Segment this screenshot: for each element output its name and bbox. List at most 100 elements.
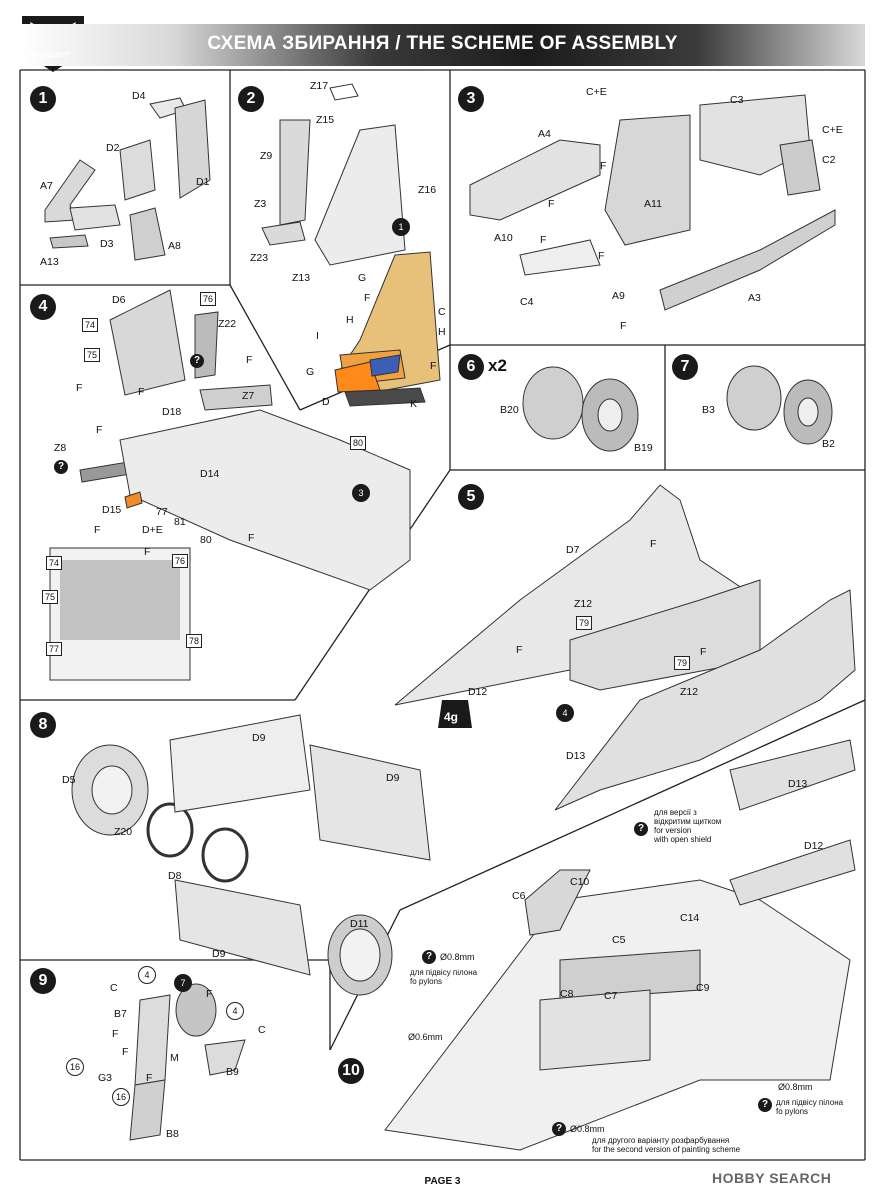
part-label: C2 [822, 154, 836, 166]
paint-code: C+E [822, 124, 843, 136]
modelsvit-logo: MODELSVIT [14, 10, 86, 72]
part-label: C8 [560, 988, 574, 1000]
paint-code: K [410, 398, 418, 410]
step-ref-7: 7 [174, 974, 192, 992]
part-label: 80 [200, 534, 212, 546]
pylon-note-left: для підвісу пілона fo pylons [410, 968, 478, 986]
decal-number: 74 [46, 556, 63, 570]
pylon-note-right: для підвісу пілона fo pylons [776, 1098, 844, 1116]
part-label: A4 [538, 128, 551, 140]
part-label: D9 [386, 772, 400, 784]
paint-code: F [650, 538, 657, 550]
step-ref-3: 3 [352, 484, 370, 502]
step-ref-4: 4 [138, 966, 156, 984]
dimension-label: Ø0.8mm [778, 1082, 813, 1092]
part-label: B9 [226, 1066, 239, 1078]
decal-number: 78 [186, 634, 203, 648]
paint-code: F [206, 988, 213, 1000]
question-icon: ? [190, 354, 204, 368]
part-label: D2 [106, 142, 120, 154]
part-label: D9 [212, 948, 226, 960]
step-3-badge: 3 [458, 86, 484, 112]
paint-code: F [540, 234, 547, 246]
part-label: A8 [168, 240, 181, 252]
question-icon: ? [552, 1122, 566, 1136]
part-label: Z13 [292, 272, 311, 284]
part-label: A11 [644, 198, 662, 210]
part-label: D13 [566, 750, 586, 762]
part-label: Z22 [218, 318, 237, 330]
step-ref-4: 4 [226, 1002, 244, 1020]
part-label: Z23 [250, 252, 269, 264]
paint-code: F [548, 198, 555, 210]
part-label: D6 [112, 294, 126, 306]
part-label: 81 [174, 516, 186, 528]
part-label: D+E [142, 524, 163, 536]
decal-number: 76 [200, 292, 217, 306]
paint-code: F [364, 292, 371, 304]
part-label: B19 [634, 442, 653, 454]
part-label: Z12 [574, 598, 593, 610]
part-label: D12 [804, 840, 824, 852]
part-label: D8 [168, 870, 182, 882]
paint-code: F [146, 1072, 153, 1084]
nose-weight: 4g [444, 710, 459, 724]
paint-code: F [598, 250, 605, 262]
dimension-label: Ø0.6mm [408, 1032, 443, 1042]
dimension-label: Ø0.8mm [440, 952, 475, 962]
part-label: Z16 [418, 184, 437, 196]
step-5-badge: 5 [458, 484, 484, 510]
step-ref-4: 4 [556, 704, 574, 722]
part-label: Z15 [316, 114, 335, 126]
paint-code: F [248, 532, 255, 544]
part-label: D18 [162, 406, 182, 418]
part-label: D9 [252, 732, 266, 744]
question-icon: ? [54, 460, 68, 474]
header-bar: СХЕМА ЗБИРАННЯ / THE SCHEME OF ASSEMBLY [20, 24, 865, 66]
paint-code: F [430, 360, 437, 372]
paint-code: F [94, 524, 101, 536]
paint-code: H [346, 314, 354, 326]
part-label: C14 [680, 912, 700, 924]
step-7-badge: 7 [672, 354, 698, 380]
paint-code: C [110, 982, 118, 994]
part-label: Z8 [54, 442, 67, 454]
step-9-badge: 9 [30, 968, 56, 994]
part-label: D13 [788, 778, 808, 790]
part-label: Z3 [254, 198, 267, 210]
part-label: B7 [114, 1008, 127, 1020]
second-scheme-note: для другого варіанту розфарбування for t… [592, 1136, 741, 1154]
decal-number: 77 [46, 642, 63, 656]
decal-16: 16 [66, 1058, 84, 1076]
paint-code: G [306, 366, 315, 378]
part-label: Z7 [242, 390, 255, 402]
paint-code: M [170, 1052, 179, 1064]
step-1-badge: 1 [30, 86, 56, 112]
logo-text: MODELSVIT [29, 52, 71, 59]
part-label: C7 [604, 990, 618, 1002]
part-label: A13 [40, 256, 59, 268]
page-number: PAGE 3 [424, 1176, 461, 1187]
part-label: C9 [696, 982, 710, 994]
paint-code: F [144, 546, 151, 558]
dimension-label: Ø0.8mm [570, 1124, 605, 1134]
part-label: B3 [702, 404, 715, 416]
question-icon: ? [422, 950, 436, 964]
part-label: G3 [98, 1072, 113, 1084]
paint-code: F [700, 646, 707, 658]
question-icon: ? [634, 822, 648, 836]
paint-code: C+E [586, 86, 607, 98]
decal-number: 75 [84, 348, 101, 362]
watermark: HOBBY SEARCH [712, 1170, 832, 1186]
part-label: C5 [612, 934, 626, 946]
part-label: C6 [512, 890, 526, 902]
part-label: Z9 [260, 150, 273, 162]
part-label: A10 [494, 232, 513, 244]
part-label: A7 [40, 180, 53, 192]
part-label: A9 [612, 290, 625, 302]
part-label: C3 [730, 94, 744, 106]
paint-code: F [246, 354, 253, 366]
part-label: D5 [62, 774, 76, 786]
paint-code: F [600, 160, 607, 172]
